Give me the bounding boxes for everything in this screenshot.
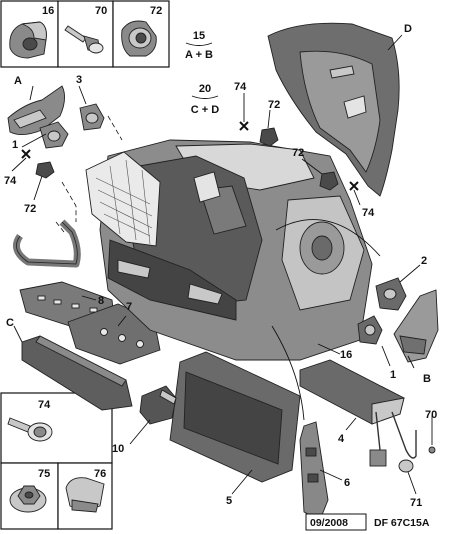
clip-16-icon: [9, 21, 47, 59]
inset-label-76: 76: [94, 468, 106, 480]
callout-74-top: 74: [234, 81, 247, 93]
screw-70-icon: [64, 25, 104, 54]
bracket-a: [7, 85, 65, 135]
footer-reference: DF 67C15A: [374, 517, 430, 529]
callout-2: 2: [421, 255, 427, 267]
clip-76-icon: [65, 477, 105, 513]
callout-72-right: 72: [292, 147, 304, 159]
callout-A: A: [14, 75, 22, 87]
callout-10: 10: [112, 443, 124, 455]
seal-7: [67, 303, 161, 365]
callout-74-right: 74: [362, 207, 375, 219]
resistor-10: [139, 385, 177, 425]
callout-70: 70: [425, 409, 437, 421]
nut-72-icon: [121, 20, 157, 57]
group-legend-15: 15 A + B: [185, 30, 213, 61]
callout-7: 7: [126, 301, 132, 313]
group-parts-20: C + D: [191, 104, 219, 116]
nut-72-right: [319, 171, 339, 191]
callout-72-top: 72: [268, 99, 280, 111]
inset-label-74: 74: [38, 399, 51, 411]
inset-label-70: 70: [95, 5, 107, 17]
callout-6: 6: [344, 477, 350, 489]
group-code-15: 15: [193, 30, 205, 42]
pollen-filter-5: [169, 351, 301, 483]
footer-date: 09/2008: [310, 517, 348, 529]
inset-label-72: 72: [150, 5, 162, 17]
duct-pipe: [12, 219, 81, 268]
actuator-1-left: [39, 121, 69, 149]
actuator-3: [79, 103, 105, 131]
callouts: D A B C 1 1 2 3 4 5 6 7 8 10 16 70 71 72…: [4, 23, 437, 509]
callout-74-left: 74: [4, 175, 17, 187]
callout-B: B: [423, 373, 431, 385]
inset-label-16: 16: [42, 5, 54, 17]
filter-grid: [85, 151, 161, 247]
inset-bottom: 74 75 76: [0, 392, 113, 530]
heater-radiator-4: [299, 359, 405, 425]
cover-c: [21, 335, 133, 411]
callout-4: 4: [338, 433, 345, 445]
group-legend-20: 20 C + D: [191, 83, 219, 116]
callout-16: 16: [340, 349, 352, 361]
cover-d: [267, 22, 400, 197]
actuator-2: [375, 277, 407, 311]
callout-5: 5: [226, 495, 232, 507]
inset-label-75: 75: [38, 468, 50, 480]
group-brace: [185, 42, 213, 46]
callout-8: 8: [98, 295, 104, 307]
footer: 09/2008 DF 67C15A: [305, 513, 430, 531]
group-brace: [191, 95, 219, 99]
hose-set-71: [369, 411, 436, 473]
callout-C: C: [6, 317, 14, 329]
heater-housing: [99, 139, 373, 361]
inset-box-70: [57, 0, 114, 68]
group-parts-15: A + B: [185, 49, 213, 61]
nut-72-left: [35, 161, 55, 179]
nut-72-top: [259, 127, 279, 147]
bracket-b: [393, 289, 439, 363]
callout-1-left: 1: [12, 139, 18, 151]
callout-72-left: 72: [24, 203, 36, 215]
callout-3: 3: [76, 74, 82, 86]
callout-71: 71: [410, 497, 422, 509]
bracket-6: [299, 421, 329, 521]
callout-D: D: [404, 23, 412, 35]
nut-75-icon: [9, 485, 47, 513]
leader-lines: [11, 34, 433, 495]
callout-1-right: 1: [390, 369, 396, 381]
footer-date-box: [305, 513, 367, 531]
screw-cross-marks: [21, 121, 359, 191]
group-code-20: 20: [199, 83, 211, 95]
bolt-74-icon: [7, 417, 53, 442]
inset-top: 16 70 72: [0, 0, 170, 68]
actuator-1-right: [357, 315, 383, 345]
